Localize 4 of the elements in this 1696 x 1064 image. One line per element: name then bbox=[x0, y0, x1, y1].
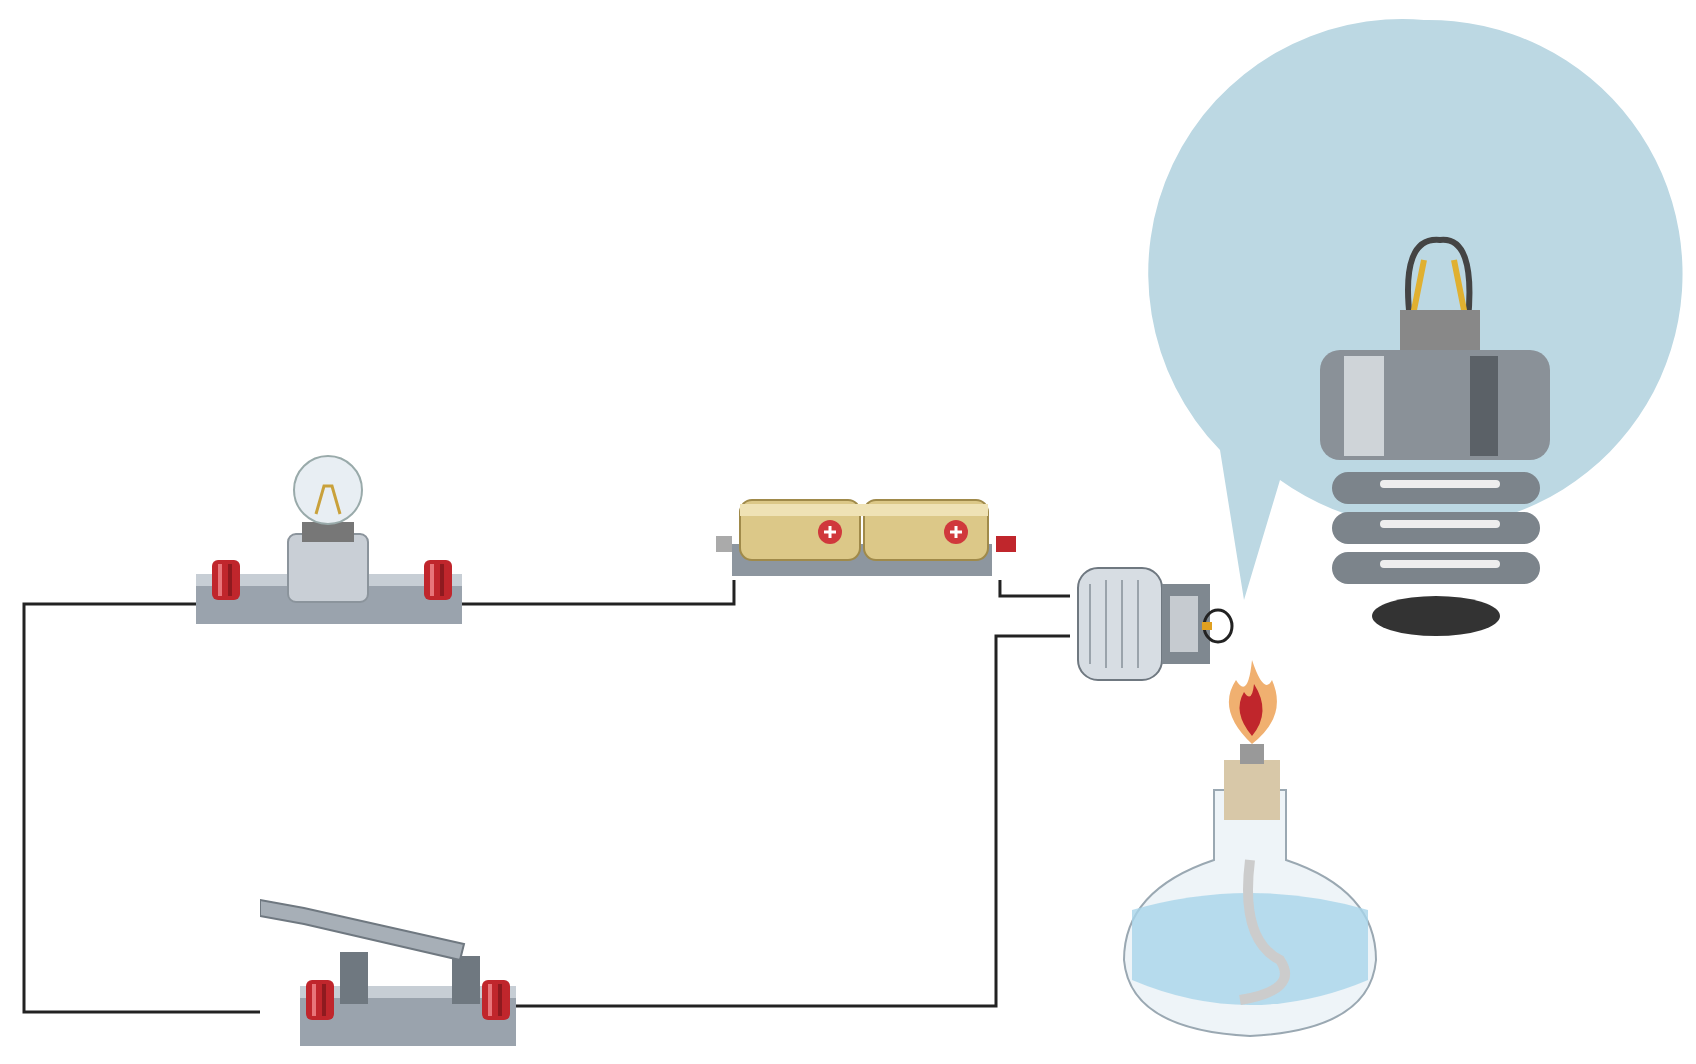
wire bbox=[462, 580, 736, 606]
wire bbox=[998, 580, 1070, 598]
wire bbox=[22, 602, 260, 1014]
wire bbox=[516, 634, 1070, 1008]
